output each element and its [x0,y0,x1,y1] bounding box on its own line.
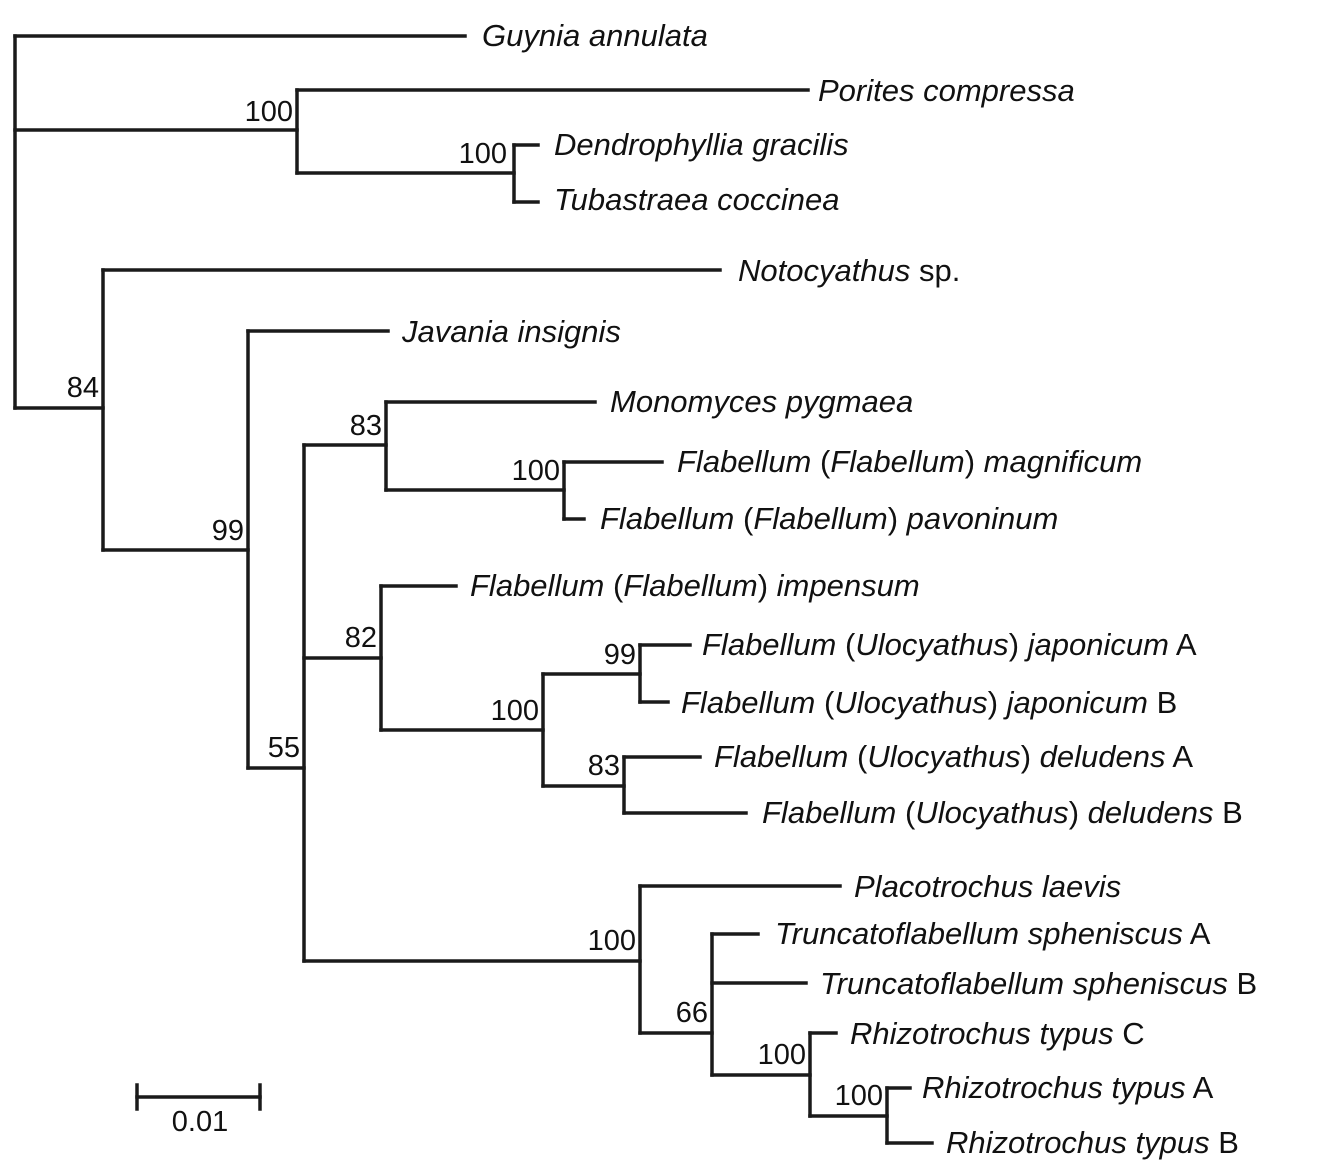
tip-flabellum-deludens-a: Flabellum (Ulocyathus) deludens A [714,739,1193,774]
tip-javania-insignis: Javania insignis [401,314,621,349]
support-placo-clade: 100 [588,925,636,957]
support-rhizo-ab: 100 [835,1080,883,1112]
tree-branches [13,34,934,1145]
support-rhizo-clade: 100 [758,1039,806,1071]
support-impensum-clade: 82 [345,622,377,654]
tip-truncatoflabellum-spheniscus-a: Truncatoflabellum spheniscus A [775,916,1211,951]
support-magn-pav: 100 [512,455,560,487]
tip-placotrochus-laevis: Placotrochus laevis [854,869,1121,904]
scale-bar-label: 0.01 [172,1106,228,1138]
tip-flabellum-deludens-b: Flabellum (Ulocyathus) deludens B [762,795,1243,830]
tip-flabellum-impensum: Flabellum (Flabellum) impensum [470,568,920,603]
support-ulocyathus: 100 [491,695,539,727]
support-flabellid-clade: 55 [268,732,300,764]
tip-porites-compressa: Porites compressa [818,73,1075,108]
support-trunc-rhizo: 66 [676,997,708,1029]
support-dendro-tuba: 100 [459,138,507,170]
tip-flabellum-japonicum-a: Flabellum (Ulocyathus) japonicum A [702,627,1197,662]
tip-flabellum-pavoninum: Flabellum (Flabellum) pavoninum [600,501,1058,536]
tip-flabellum-magnificum: Flabellum (Flabellum) magnificum [677,444,1142,479]
support-values: 100 100 84 99 55 83 100 82 100 99 83 100… [67,96,883,1112]
tip-tubastraea-coccinea: Tubastraea coccinea [554,182,840,217]
tip-rhizotrochus-typus-b: Rhizotrochus typus B [946,1125,1239,1160]
support-javania-clade: 99 [212,515,244,547]
support-deludens: 83 [588,750,620,782]
tip-flabellum-japonicum-b: Flabellum (Ulocyathus) japonicum B [681,685,1177,720]
support-japonicum: 99 [604,639,636,671]
tip-notocyathus-sp: Notocyathus sp. [738,253,960,288]
tip-monomyces-pygmaea: Monomyces pygmaea [610,384,913,419]
support-notocyathus-clade: 84 [67,372,99,404]
tip-truncatoflabellum-spheniscus-b: Truncatoflabellum spheniscus B [820,966,1257,1001]
support-monomyces-clade: 83 [350,410,382,442]
tip-guynia-annulata: Guynia annulata [482,18,708,53]
tip-dendrophyllia-gracilis: Dendrophyllia gracilis [554,127,849,162]
support-porites-clade: 100 [245,96,293,128]
tip-rhizotrochus-typus-c: Rhizotrochus typus C [850,1016,1145,1051]
tip-rhizotrochus-typus-a: Rhizotrochus typus A [922,1070,1214,1105]
tip-labels: Guynia annulata Porites compressa Dendro… [401,18,1257,1160]
scale-bar: 0.01 [135,1083,262,1138]
